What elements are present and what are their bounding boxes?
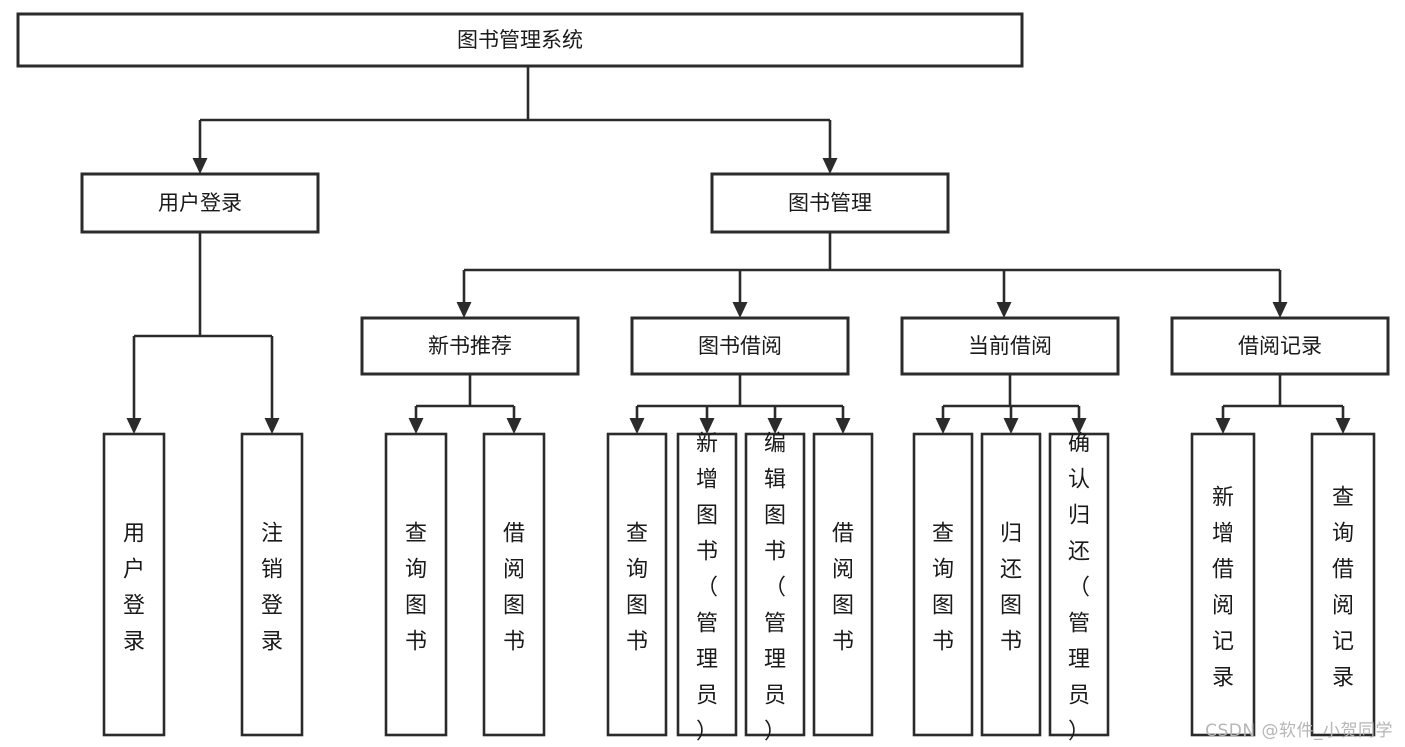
node-box[interactable] <box>630 316 850 376</box>
node-box[interactable] <box>240 432 304 737</box>
node-leaf-return-book[interactable]: 归还图书 <box>980 432 1042 737</box>
connector-group-user-login-to-leaves <box>126 232 280 434</box>
node-box[interactable] <box>1170 316 1390 376</box>
arrowhead-icon <box>835 418 851 434</box>
node-leaf-borrow-book-1[interactable]: 借阅图书 <box>482 432 546 737</box>
node-leaf-add-book[interactable]: 新增图书（管理员） <box>676 432 738 745</box>
node-current-borrow[interactable]: 当前借阅 <box>900 316 1120 376</box>
node-box[interactable] <box>900 316 1120 376</box>
node-leaf-query-book-1[interactable]: 查询图书 <box>384 432 448 737</box>
node-book-borrow[interactable]: 图书借阅 <box>630 316 850 376</box>
node-user-login[interactable]: 用户登录 <box>80 172 320 234</box>
node-leaf-confirm-return[interactable]: 确认归还（管理员） <box>1048 432 1110 745</box>
arrowhead-icon <box>822 158 838 174</box>
node-box[interactable] <box>812 432 874 737</box>
edges-layer <box>126 66 1351 434</box>
node-label: 查询借阅记录 <box>1332 486 1354 691</box>
node-leaf-logout[interactable]: 注销登录 <box>240 432 304 737</box>
arrowhead-icon <box>192 158 208 174</box>
node-box[interactable] <box>80 172 320 234</box>
node-label: 归还图书 <box>1000 522 1022 655</box>
node-box[interactable] <box>980 432 1042 737</box>
node-book-manage[interactable]: 图书管理 <box>710 172 950 234</box>
node-label: 图书管理系统 <box>457 28 583 52</box>
node-box[interactable] <box>482 432 546 737</box>
arrowhead-icon <box>1071 418 1087 434</box>
connector-group-borrow-to-leaves <box>629 374 851 434</box>
node-leaf-query-book-2[interactable]: 查询图书 <box>606 432 668 737</box>
node-box[interactable] <box>676 432 738 737</box>
node-label: 借阅图书 <box>503 522 525 655</box>
arrowhead-icon <box>1335 418 1351 434</box>
arrowhead-icon <box>264 418 280 434</box>
node-box[interactable] <box>710 172 950 234</box>
node-box[interactable] <box>360 316 580 376</box>
node-label: 图书管理 <box>788 191 872 215</box>
connector-group-book-manage-to-level3 <box>456 232 1288 318</box>
node-leaf-user-login[interactable]: 用户登录 <box>102 432 166 737</box>
node-label: 用户登录 <box>158 191 242 215</box>
node-label: 查询图书 <box>626 522 648 655</box>
node-box[interactable] <box>744 432 806 737</box>
arrowhead-icon <box>699 418 715 434</box>
node-borrow-record[interactable]: 借阅记录 <box>1170 316 1390 376</box>
node-box[interactable] <box>16 12 1024 68</box>
node-leaf-add-record[interactable]: 新增借阅记录 <box>1190 432 1256 737</box>
node-leaf-edit-book[interactable]: 编辑图书（管理员） <box>744 432 806 745</box>
node-label: 查询图书 <box>405 522 427 655</box>
node-box[interactable] <box>1310 432 1376 737</box>
connector-group-current-to-leaves <box>935 374 1087 434</box>
arrowhead-icon <box>1003 418 1019 434</box>
node-label: 编辑图书（管理员） <box>764 432 786 745</box>
arrowhead-icon <box>996 302 1012 318</box>
watermark-text: CSDN @软件_小贺同学 <box>1205 721 1393 741</box>
node-label: 用户登录 <box>123 522 145 655</box>
node-box[interactable] <box>1190 432 1256 737</box>
arrowhead-icon <box>629 418 645 434</box>
node-root[interactable]: 图书管理系统 <box>16 12 1024 68</box>
node-box[interactable] <box>1048 432 1110 737</box>
node-box[interactable] <box>384 432 448 737</box>
arrowhead-icon <box>456 302 472 318</box>
node-label: 新书推荐 <box>428 334 512 358</box>
node-label: 确认归还（管理员） <box>1068 432 1090 745</box>
arrowhead-icon <box>935 418 951 434</box>
node-label: 借阅图书 <box>832 522 854 655</box>
nodes-layer: 图书管理系统用户登录图书管理新书推荐图书借阅当前借阅借阅记录用户登录注销登录查询… <box>16 12 1390 745</box>
node-box[interactable] <box>102 432 166 737</box>
node-leaf-query-record[interactable]: 查询借阅记录 <box>1310 432 1376 737</box>
node-label: 当前借阅 <box>968 334 1052 358</box>
arrowhead-icon <box>1215 418 1231 434</box>
node-label: 新增图书（管理员） <box>696 432 718 745</box>
node-label: 新增借阅记录 <box>1212 486 1234 691</box>
node-leaf-query-book-3[interactable]: 查询图书 <box>912 432 974 737</box>
node-label: 图书借阅 <box>698 334 782 358</box>
node-leaf-borrow-book-2[interactable]: 借阅图书 <box>812 432 874 737</box>
node-box[interactable] <box>606 432 668 737</box>
node-label: 查询图书 <box>932 522 954 655</box>
arrowhead-icon <box>732 302 748 318</box>
connector-group-recommend-to-leaves <box>408 374 522 434</box>
connector-group-root-to-level2 <box>192 66 838 174</box>
node-label: 借阅记录 <box>1238 334 1322 358</box>
connector-group-record-to-leaves <box>1215 374 1351 434</box>
arrowhead-icon <box>126 418 142 434</box>
arrowhead-icon <box>1272 302 1288 318</box>
node-box[interactable] <box>912 432 974 737</box>
arrowhead-icon <box>506 418 522 434</box>
node-new-book-recommend[interactable]: 新书推荐 <box>360 316 580 376</box>
node-label: 注销登录 <box>261 522 283 655</box>
arrowhead-icon <box>408 418 424 434</box>
arrowhead-icon <box>767 418 783 434</box>
